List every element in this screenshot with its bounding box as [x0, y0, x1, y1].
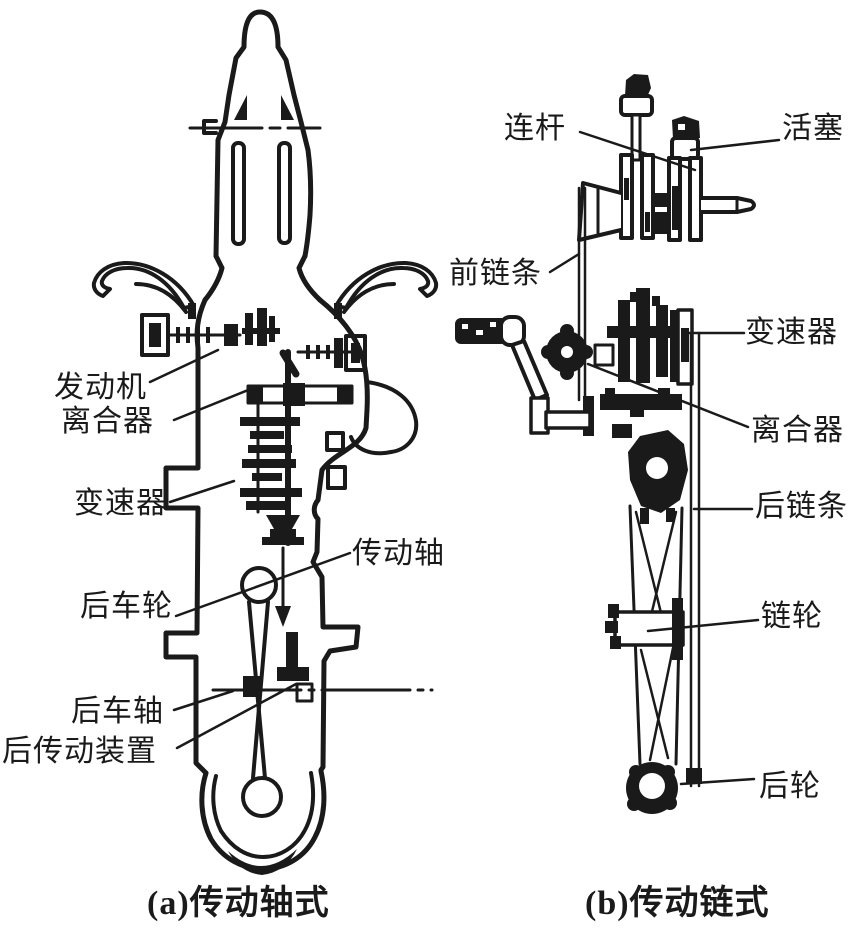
label-clutch-a: 离合器: [61, 405, 154, 438]
rear-chain-line: [686, 331, 702, 788]
label-drive-shaft: 传动轴: [352, 537, 445, 570]
label-rear-wheel-a: 后车轮: [80, 590, 173, 623]
panel-b-drawing: [455, 74, 756, 814]
engine-cylinder-right: [296, 334, 367, 372]
rear-hub-circle: [241, 776, 283, 818]
label-rear-axle: 后车轴: [71, 695, 164, 728]
label-clutch-b: 离合器: [751, 414, 844, 447]
label-front-chain: 前链条: [449, 257, 542, 290]
label-gearbox-b: 变速器: [745, 316, 838, 349]
crankshaft: [577, 153, 756, 242]
gearbox-cluster: [593, 288, 694, 417]
caption-panel-a: (a)传动轴式: [147, 885, 330, 922]
front-wheel-top: [188, 9, 323, 303]
panel-a-drawing: [91, 9, 439, 875]
label-rear-drive-unit: 后传动装置: [2, 735, 157, 768]
label-engine: 发动机: [54, 371, 147, 404]
label-sprocket: 链轮: [761, 600, 823, 633]
universal-joint-circle: [240, 566, 278, 604]
swing-arm-b: [612, 424, 688, 766]
label-piston: 活塞: [782, 112, 844, 145]
caption-panel-b: (b)传动链式: [585, 885, 770, 922]
label-rear-chain: 后链条: [755, 490, 848, 523]
handlebars: [91, 260, 439, 319]
kick-starter: [455, 315, 592, 435]
leader-lines-a: [148, 348, 352, 750]
clutch-disc: [541, 324, 593, 380]
label-rear-wheel-b: 后轮: [759, 770, 821, 803]
rear-fender: [199, 768, 327, 875]
engine-cylinder-left: [140, 313, 242, 357]
leader-lines-b: [548, 130, 781, 786]
label-gearbox-a: 变速器: [74, 487, 167, 520]
piston-assembly: [619, 74, 700, 162]
rear-wheel-hub: [626, 762, 678, 814]
gear-train: [240, 349, 354, 546]
swing-arm-a: [240, 566, 278, 780]
label-connecting-rod: 连杆: [504, 112, 566, 145]
